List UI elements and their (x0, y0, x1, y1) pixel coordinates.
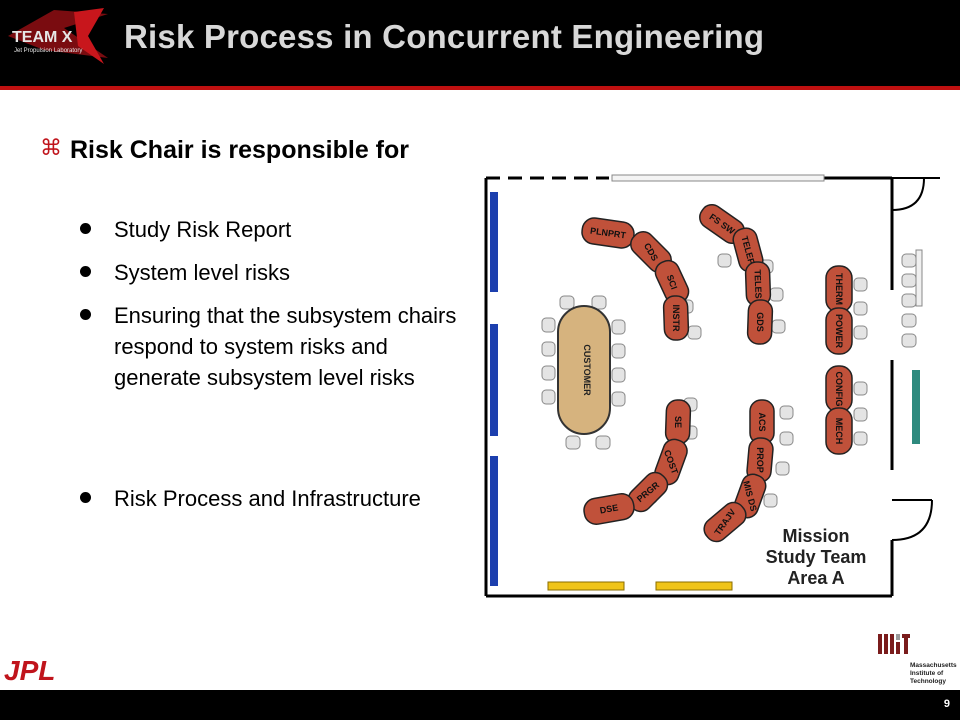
wall-panel (490, 456, 498, 586)
station-label: PROP (755, 447, 765, 473)
bullet-dot-icon (80, 309, 91, 320)
jpl-logo: JPL (4, 655, 55, 686)
header-bar: TEAM X Jet Propulsion Laboratory Risk Pr… (0, 0, 960, 86)
door-window (915, 249, 923, 307)
mit-text-line: Institute of (910, 670, 944, 677)
logo-text: TEAM X (12, 29, 73, 46)
mit-text-line: Technology (910, 678, 946, 685)
logo-subtext: Jet Propulsion Laboratory (14, 48, 82, 54)
wall-panel (490, 324, 498, 436)
station-label: CONFIG (834, 372, 844, 407)
sub-bullet-text: Ensuring that the subsystem chairs respo… (114, 303, 457, 390)
teal-panel (912, 370, 920, 444)
station-label: DSE (599, 502, 619, 515)
header-divider (0, 86, 960, 90)
station-label: POWER (834, 314, 844, 349)
page-title: Risk Process in Concurrent Engineering (124, 18, 765, 55)
bullet-marker-icon: ⌘ (40, 135, 62, 160)
main-bullet-text: Risk Chair is responsible for (70, 136, 409, 164)
station-group-left-upper (581, 217, 690, 341)
team-x-logo: TEAM X Jet Propulsion Laboratory (8, 8, 108, 64)
floor-panel (655, 581, 733, 591)
bullet-dot-icon (80, 223, 91, 234)
bullet-dot-icon (80, 266, 91, 277)
mit-logo-mark (878, 634, 910, 654)
area-label-line: Area A (787, 568, 844, 588)
station-label: THERM (834, 273, 844, 305)
floor-plan-diagram: CUSTOMER PLNPRT CDS SCI INSTR SE COST PR… (484, 174, 940, 598)
station-group-left-lower (583, 399, 692, 525)
station-label: SE (673, 416, 683, 428)
customer-label: CUSTOMER (582, 344, 592, 396)
station-label: MECH (834, 418, 844, 445)
sub-bullet-text: Study Risk Report (114, 217, 292, 242)
station-label: GDS (755, 312, 765, 332)
wall-window (611, 174, 825, 182)
station-group-right (825, 265, 853, 455)
floor-panel (547, 581, 625, 591)
sub-bullet-text: Risk Process and Infrastructure (114, 486, 421, 511)
sub-bullet-text: System level risks (114, 260, 291, 285)
mit-text-line: Massachusetts (910, 662, 957, 669)
area-label-line: Study Team (766, 547, 867, 567)
page-number: 9 (943, 698, 950, 710)
footer-bar: 9 (0, 690, 960, 720)
jpl-logo-text: JPL (4, 655, 55, 686)
area-label-line: Mission (782, 526, 849, 546)
station-label: SCI (665, 273, 680, 291)
customer-table (557, 305, 611, 435)
mit-logo: Massachusetts Institute of Technology (878, 632, 958, 688)
wall-panel (490, 192, 498, 292)
station-group-mid-lower (703, 399, 775, 543)
station-group-mid-upper (699, 203, 774, 345)
bullet-dot-icon (80, 492, 91, 503)
right-door (891, 177, 940, 541)
station-label: ACS (757, 412, 767, 431)
station-label: TELES (752, 269, 763, 298)
station-label: INSTR (671, 305, 681, 333)
room-walls (484, 176, 894, 598)
